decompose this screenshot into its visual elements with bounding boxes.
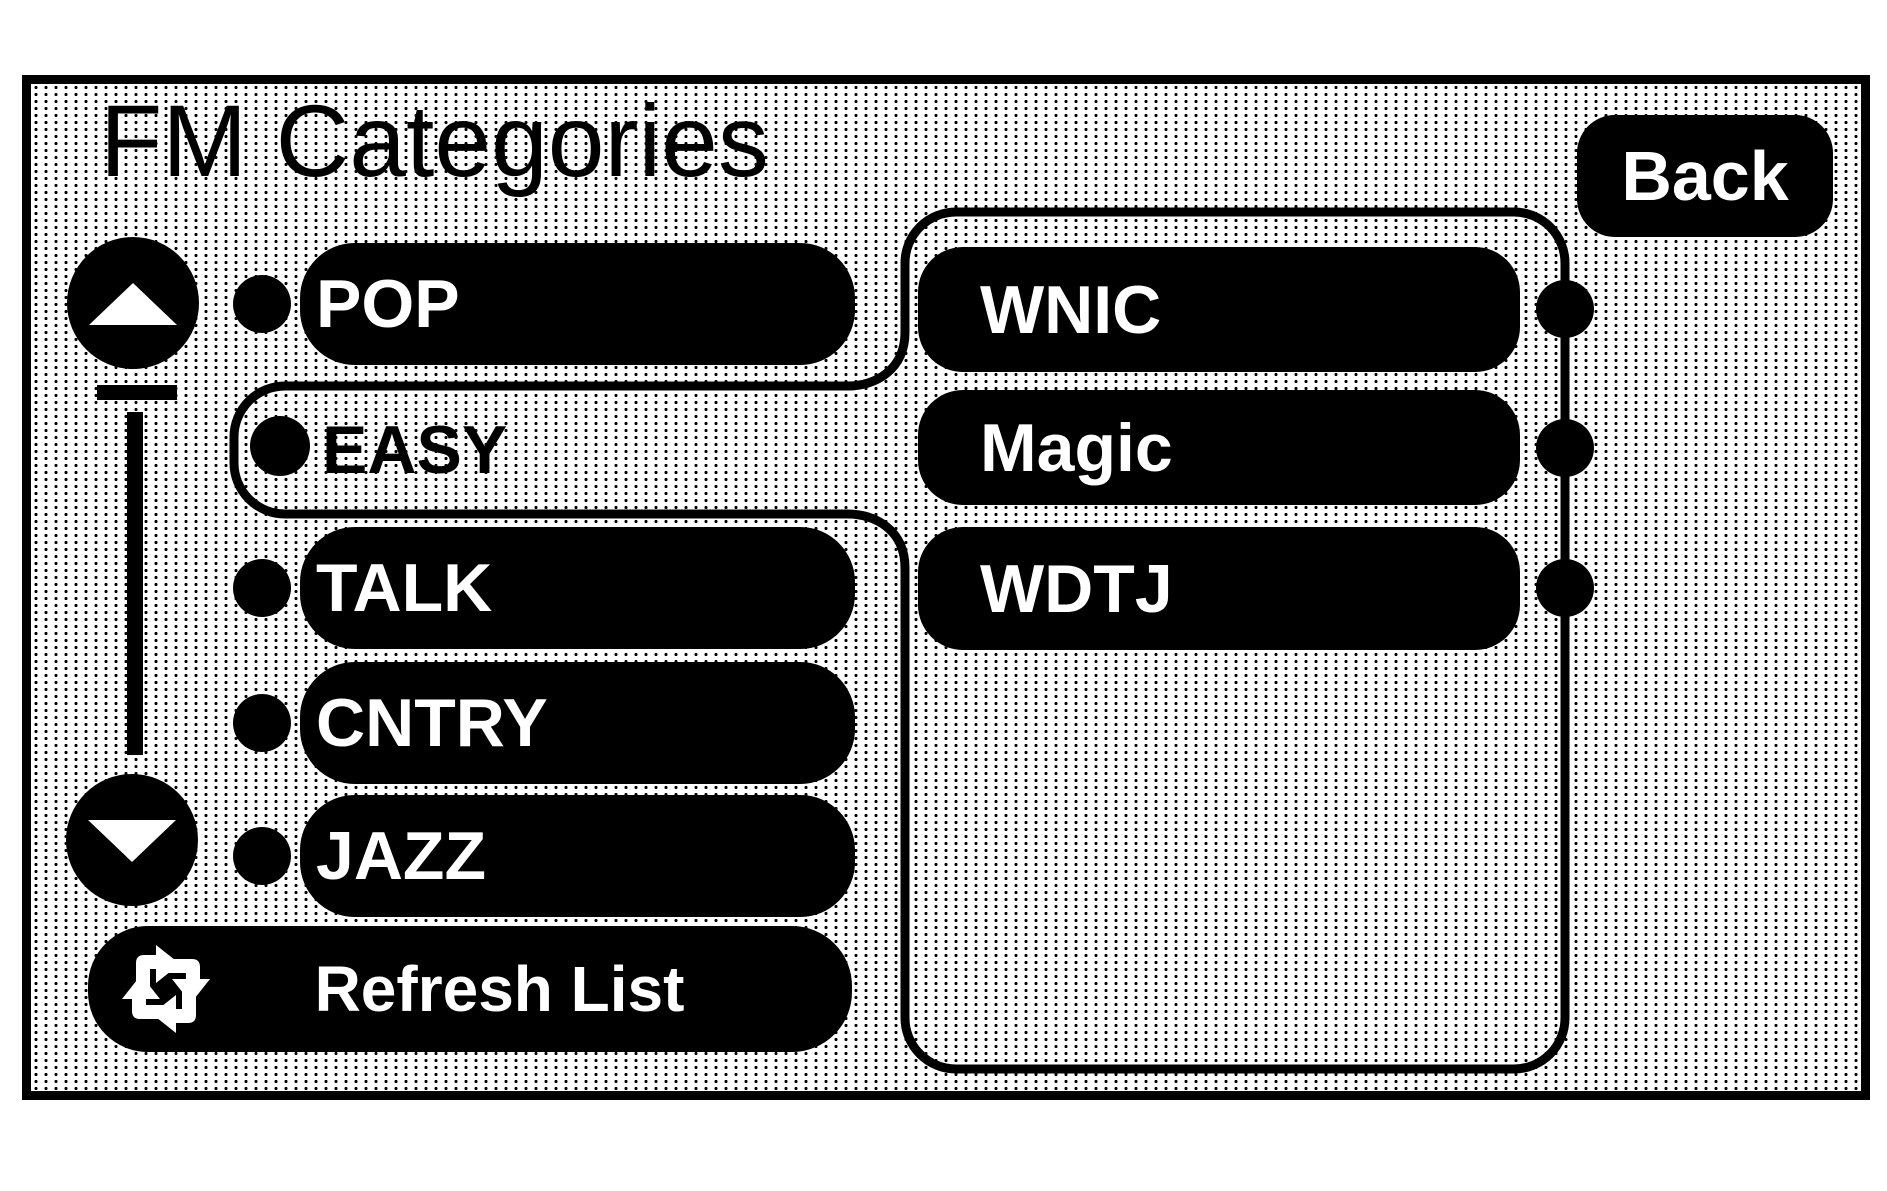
pop-bullet-dot: [233, 275, 291, 333]
up-triangle-icon: [89, 283, 177, 325]
scrollbar-position-tick: [97, 385, 177, 400]
page-title: FM Categories: [100, 84, 769, 198]
easy-bullet-dot: [250, 416, 310, 476]
back-button-label: Back: [1621, 137, 1789, 215]
category-label: TALK: [316, 550, 493, 626]
refresh-recycle-icon: [122, 945, 210, 1033]
category-label: CNTRY: [316, 685, 548, 761]
station-button-wdtj[interactable]: WDTJ: [918, 527, 1520, 650]
station-label: WNIC: [980, 271, 1162, 348]
jazz-bullet-dot: [233, 827, 291, 885]
station-button-magic[interactable]: Magic: [918, 390, 1520, 505]
wnic-connector-dot: [1536, 280, 1594, 338]
refresh-list-label: Refresh List: [314, 953, 685, 1025]
category-label: EASY: [322, 412, 508, 488]
category-button-cntry[interactable]: CNTRY: [300, 662, 855, 784]
category-label: POP: [316, 266, 460, 342]
station-label: WDTJ: [980, 550, 1173, 627]
scroll-up-button[interactable]: [67, 237, 199, 369]
category-button-pop[interactable]: POP: [300, 243, 855, 365]
category-label: JAZZ: [316, 818, 486, 894]
refresh-list-button[interactable]: Refresh List: [88, 926, 852, 1052]
scrollbar-track: [127, 412, 143, 755]
back-button[interactable]: Back: [1577, 115, 1833, 237]
station-button-wnic[interactable]: WNIC: [918, 247, 1520, 372]
station-label: Magic: [980, 409, 1173, 486]
category-button-jazz[interactable]: JAZZ: [300, 795, 855, 917]
scroll-down-button[interactable]: [66, 774, 198, 906]
talk-bullet-dot: [233, 559, 291, 617]
category-button-talk[interactable]: TALK: [300, 527, 855, 649]
magic-connector-dot: [1536, 419, 1594, 477]
cntry-bullet-dot: [233, 694, 291, 752]
wdtj-connector-dot: [1536, 559, 1594, 617]
down-triangle-icon: [88, 820, 176, 862]
category-tab-easy[interactable]: EASY: [322, 382, 507, 518]
